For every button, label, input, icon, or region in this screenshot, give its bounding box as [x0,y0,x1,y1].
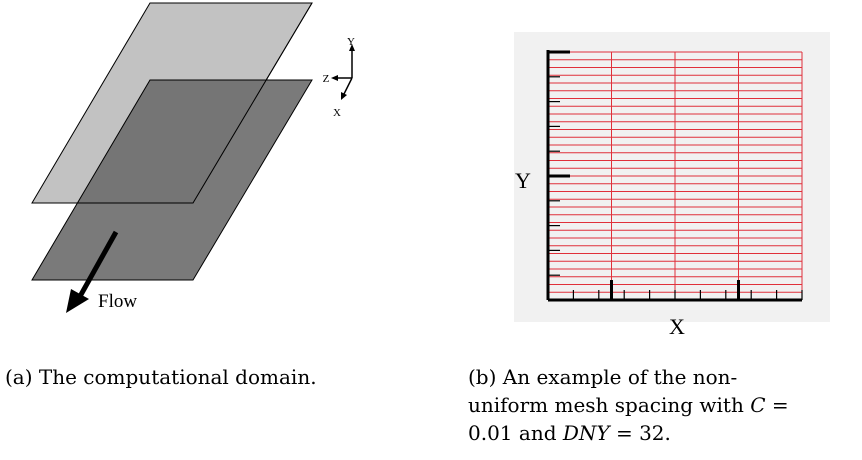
flow-arrow [75,230,119,302]
caption-b: (b) An example of the non- uniform mesh … [468,363,856,447]
bottom-plate [31,79,313,281]
domain-diagram: Y Z X Flow [31,2,355,313]
mesh-y-label: Y [515,168,531,193]
flow-arrowhead [66,289,89,313]
mesh-diagram: Y X [514,32,830,339]
mesh-x-label: X [669,314,685,339]
triad-y-label: Y [347,36,355,48]
axis-triad [335,48,353,97]
caption-b-line2: uniform mesh spacing with C = [468,393,789,417]
caption-a: (a) The computational domain. [5,365,317,389]
mesh-axes [546,50,803,302]
caption-b-line1: (b) An example of the non- [468,365,738,389]
triad-z-label: Z [323,73,330,85]
caption-b-line3: 0.01 and DNY = 32. [468,421,671,445]
flow-label: Flow [98,291,137,312]
triad-x-label: X [333,107,341,119]
